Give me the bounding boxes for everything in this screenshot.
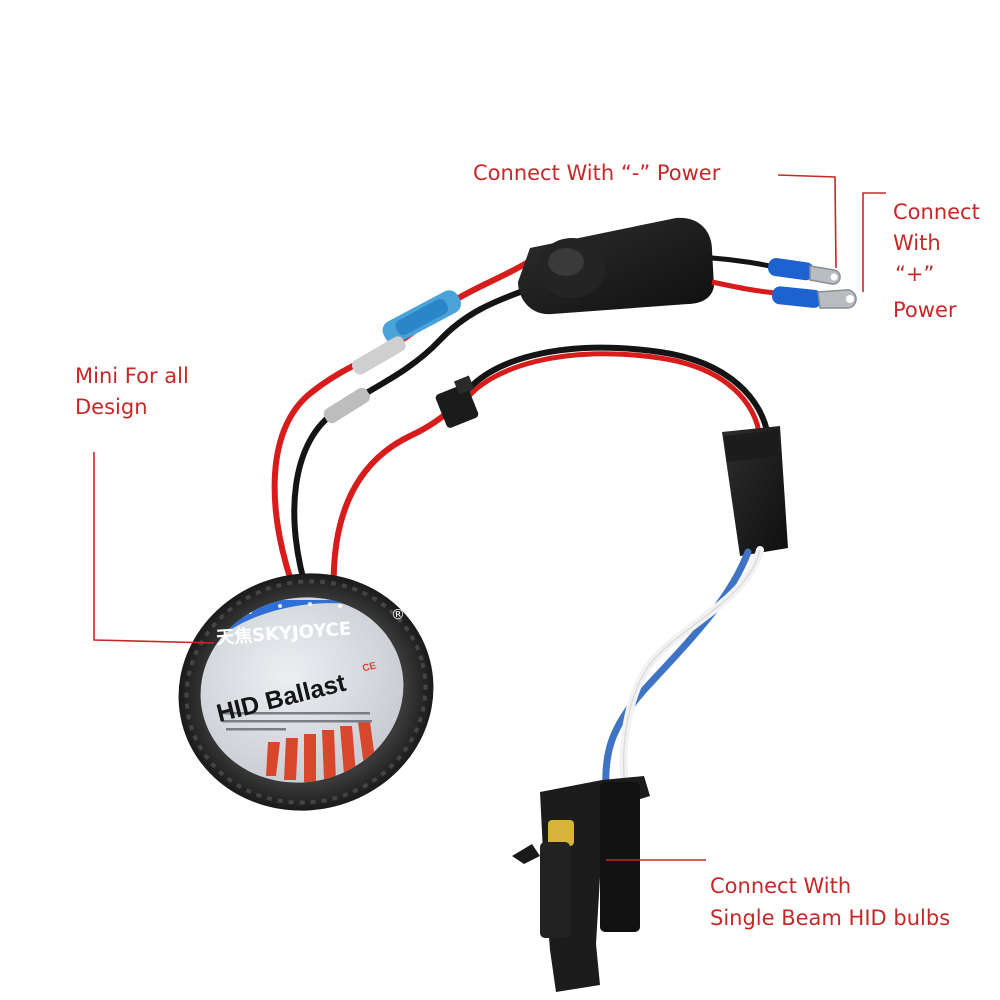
igniter-lead-loop xyxy=(459,344,771,439)
mini-design-label-line-1: Mini For all xyxy=(75,364,189,388)
positive-power-label-line-2: With xyxy=(893,231,941,255)
negative-ring-terminal xyxy=(767,258,841,285)
mini-design-leader xyxy=(93,452,215,644)
inline-fuse-module xyxy=(518,217,714,315)
mini-design-label-line-2: Design xyxy=(75,395,148,419)
ce-mark-icon: CE xyxy=(361,660,377,674)
red-power-wire xyxy=(271,259,531,598)
positive-power-leader xyxy=(862,192,886,292)
annotation-leader-lines xyxy=(93,174,886,861)
igniter-box xyxy=(722,426,788,556)
black-power-wire xyxy=(291,283,539,598)
blue-high-voltage-wire xyxy=(602,548,752,794)
single-beam-label-line-2: Single Beam HID bulbs xyxy=(710,906,951,930)
positive-power-label-line-3: “+” xyxy=(895,262,935,286)
two-pin-connector xyxy=(435,375,479,428)
positive-ring-terminal xyxy=(771,286,857,309)
positive-power-label-line-1: Connect xyxy=(893,200,980,224)
mini-ballast-puck xyxy=(178,573,434,811)
hid-bulb-plug xyxy=(512,776,650,992)
negative-power-leader xyxy=(777,174,837,269)
single-beam-label-line-1: Connect With xyxy=(710,874,852,898)
heat-shrink-splices xyxy=(323,290,461,424)
negative-power-label: Connect With “-” Power xyxy=(473,161,721,185)
red-output-wire xyxy=(330,399,463,601)
registered-mark-icon: ® xyxy=(391,607,406,624)
positive-power-label-line-4: Power xyxy=(893,298,957,322)
